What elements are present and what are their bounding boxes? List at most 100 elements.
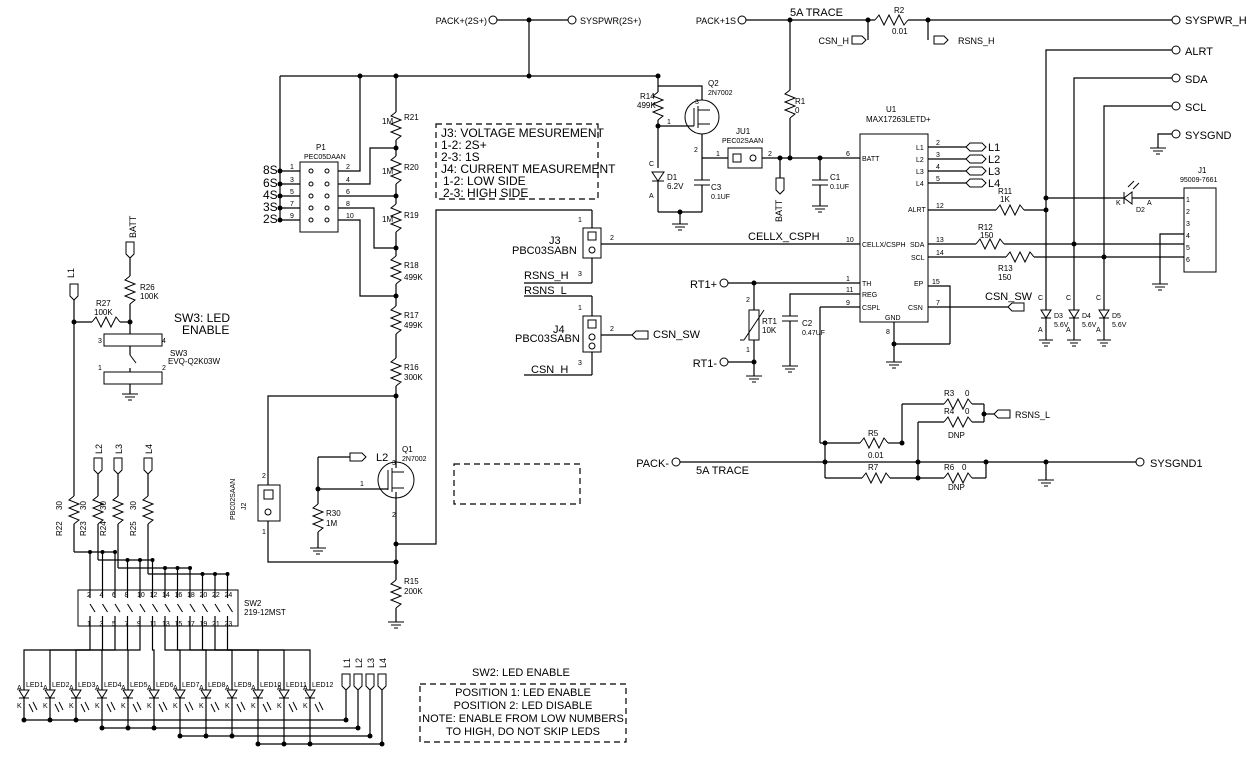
svg-text:A: A [43, 685, 48, 692]
svg-text:11: 11 [846, 287, 853, 294]
svg-text:A: A [251, 685, 256, 692]
pack-1s-terminal[interactable] [737, 15, 747, 25]
led-net-label: L4 [144, 444, 154, 454]
p1-pin-num: 9 [290, 213, 294, 220]
j3-ref: J3 [549, 235, 561, 247]
pack-2s-terminal[interactable] [488, 15, 498, 25]
rt1p-terminal[interactable] [719, 278, 729, 288]
sw3-bar-top[interactable] [103, 333, 163, 347]
led-ref: LED2 [52, 682, 70, 689]
u1-part: MAX17263LETD+ [866, 115, 931, 124]
sysgnd1-terminal[interactable] [1135, 457, 1145, 467]
rt1-ref: RT1 [762, 317, 778, 326]
led-resistor [91, 495, 105, 525]
svg-text:A: A [147, 685, 152, 692]
sw3-bar-bottom[interactable] [103, 371, 163, 385]
svg-text:GND: GND [885, 315, 901, 322]
svg-text:A: A [199, 685, 204, 692]
r11-ref: R11 [998, 187, 1013, 196]
sw2-bot-pin: 3 [100, 621, 104, 628]
p1-pin-num: 10 [346, 213, 354, 220]
led-ref: LED6 [156, 682, 174, 689]
r6-value: 0 [962, 463, 967, 472]
svg-text:BATT: BATT [862, 156, 880, 163]
tap-4s: 4S [263, 188, 278, 202]
pack-minus-terminal[interactable] [671, 457, 681, 467]
r18-ref: R18 [404, 261, 419, 270]
c2-ref: C2 [802, 319, 813, 328]
svg-text:3: 3 [392, 460, 396, 467]
r6-ref: R6 [944, 463, 955, 472]
r17-value: 499K [404, 321, 423, 330]
tap-2s: 2S [263, 212, 278, 226]
sw2-note-box [419, 683, 627, 743]
svg-text:A: A [225, 685, 230, 692]
rt1-section: RT1+ RT1 10K 2 1 RT1- C2 0.47UF [690, 278, 842, 443]
svg-text:EP: EP [914, 281, 924, 288]
syspwr-h-terminal[interactable] [1171, 15, 1181, 25]
resistor-divider: R21 1M R20 1M R19 1M R18 499K R17 499K R… [338, 76, 423, 455]
p1-part: PEC05DAAN [304, 154, 346, 161]
svg-text:1: 1 [746, 347, 750, 354]
u1-ref: U1 [886, 105, 897, 114]
svg-text:K: K [173, 703, 178, 710]
sw2-top-pin: 10 [137, 592, 145, 599]
svg-text:ALRT: ALRT [908, 207, 926, 214]
sw2-top-pin: 18 [187, 592, 195, 599]
c3-value: 0.1UF [711, 194, 730, 201]
l1-left-label: L1 [66, 268, 76, 278]
r4-value: 0 [965, 407, 970, 416]
c1-ref: C1 [830, 173, 841, 182]
rt1m-terminal[interactable] [719, 357, 729, 367]
svg-text:K: K [251, 703, 256, 710]
led-icon [226, 689, 238, 699]
sw3-section: BATT R26 100K L1 R27 100K 3 4 1 2 SW3 EV… [66, 215, 230, 420]
r20-ref: R20 [404, 163, 419, 172]
note-j4-1: 1-2: LOW SIDE [443, 174, 526, 188]
sda-terminal[interactable] [1171, 73, 1181, 83]
svg-text:K: K [199, 703, 204, 710]
svg-text:SDA: SDA [910, 242, 925, 249]
led-resistor [67, 495, 81, 525]
note-j3-1: 1-2: 2S+ [441, 138, 487, 152]
svg-text:4: 4 [1186, 233, 1190, 240]
trace-bottom-label: 5A TRACE [696, 465, 749, 477]
u1-l-pinname: L4 [916, 181, 924, 188]
note-box [435, 123, 599, 200]
led-resistor-value: 30 [55, 501, 64, 510]
rt1p-label: RT1+ [690, 279, 717, 291]
q2-part: 2N7002 [708, 90, 733, 97]
csn-h-top-label: CSN_H [818, 36, 849, 46]
r16-ref: R16 [404, 363, 419, 372]
sysgnd-terminal[interactable] [1171, 129, 1181, 139]
sw2-top-pin: 24 [225, 592, 233, 599]
sw2-bot-pin: 23 [225, 621, 233, 628]
l-net-label-l3: L3 [366, 658, 376, 668]
p1-pin [308, 217, 314, 223]
syspwr-2s-terminal[interactable] [567, 15, 577, 25]
r30-value: 1M [326, 519, 337, 528]
right-bus: ALRT SDA SCL SYSGND K A D2 J1 95009-7661… [1038, 45, 1232, 347]
sw2-note-2: POSITION 2: LED DISABLE [454, 700, 593, 712]
q2-body [684, 99, 720, 135]
scl-terminal[interactable] [1171, 101, 1181, 111]
svg-text:A: A [121, 685, 126, 692]
sw2-top-pin: 6 [112, 592, 116, 599]
led-ref: LED8 [208, 682, 226, 689]
r17-ref: R17 [404, 311, 419, 320]
led-ref: LED3 [78, 682, 96, 689]
svg-text:K: K [69, 703, 74, 710]
led-ref: LED1 [26, 682, 44, 689]
u1-ic: U1 MAX17263LETD+ 6 BATT 10 CELLX/CSPH 1 … [820, 105, 1184, 369]
sw2-top-pin: 20 [200, 592, 208, 599]
sw2-ref: SW2 [244, 599, 262, 608]
rt1m-label: RT1- [693, 358, 718, 370]
led-ref: LED7 [182, 682, 200, 689]
svg-text:A: A [1066, 327, 1071, 334]
p1-pin-num: 5 [290, 189, 294, 196]
alrt-terminal[interactable] [1171, 45, 1181, 55]
u1-l-pin: 2 [936, 140, 940, 147]
p1-pin [308, 193, 314, 199]
csn-h-net: CSN_H [531, 364, 568, 376]
